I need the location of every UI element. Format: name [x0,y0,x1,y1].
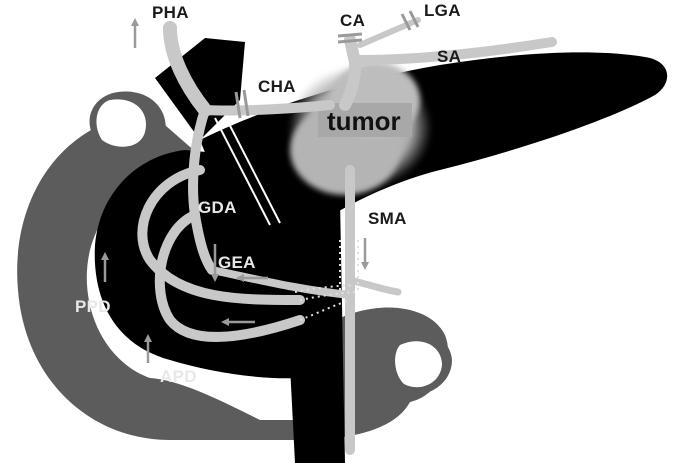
duct-line [214,117,271,226]
vessel-ca [339,34,362,111]
label-ppd: PPD [75,297,111,316]
tumor [288,62,432,195]
label-sa: SA [437,47,461,66]
vessel-apd [154,210,305,342]
label-lga: LGA [424,1,461,20]
vessel-gea [208,266,354,299]
vessel-ppd [137,165,305,305]
vessel-pha [163,21,212,117]
label-sma: SMA [368,209,407,228]
label-gda: GDA [198,198,237,217]
vessels [137,17,557,455]
ligation-mark-icon [234,10,420,119]
vessel-sa [355,37,557,65]
arrow-icon [101,18,369,363]
label-cha: CHA [258,77,296,96]
labels: PHA CA LGA SA CHA tumor GDA SMA GEA PPD … [75,1,461,386]
label-apd: APD [160,367,197,386]
vessel-lga [357,17,421,48]
label-tumor: tumor [327,106,401,136]
label-gea: GEA [218,253,256,272]
vessel-cha [200,100,335,116]
label-ca: CA [340,11,365,30]
dotted-vessels [294,240,359,321]
label-pha: PHA [152,3,189,22]
